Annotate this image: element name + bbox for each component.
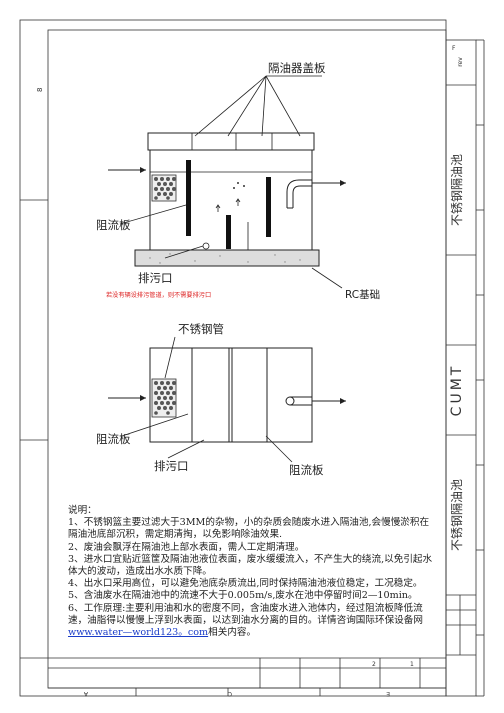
section-view — [108, 75, 346, 289]
note-red: 若没有辆设排污管道，则不需要排污口 — [106, 291, 211, 299]
zone-label-8: 8 — [36, 88, 44, 92]
zone-label-a: A — [83, 690, 88, 697]
plan-tank-outline — [149, 347, 313, 443]
plan-strainer-basket — [151, 378, 177, 418]
label-drain-top: 排污口 — [138, 271, 173, 285]
section-labels: 隔油器盖板 阻流板 排污口 RC基础 若没有辆设排污管道，则不需要排污口 — [96, 61, 380, 301]
note-item-6: 6、工作原理:主要利用油和水的密度不同，含油废水进入池体内，经过阻流板降低流速，… — [68, 603, 438, 640]
outlet-pipe — [286, 179, 312, 208]
label-baffle-top: 阻流板 — [96, 218, 131, 232]
title-block — [445, 39, 485, 697]
zone-label-e: E — [386, 690, 390, 697]
title-block-name-top: 不锈钢隔油池 — [450, 154, 464, 226]
notes-block: 说明： 1、不锈钢篮主要过滤大于3MM的杂物，小的杂质会随废水进入隔油池,会慢慢… — [68, 505, 438, 639]
plan-view — [108, 336, 346, 463]
sheet-number-1: 1 — [410, 661, 414, 668]
reference-link[interactable]: www.water—world123。com — [68, 627, 209, 639]
strainer-basket — [151, 174, 177, 202]
baffle-1 — [186, 160, 191, 236]
cover-plate — [147, 132, 315, 151]
zone-label-f-top: F — [452, 45, 456, 52]
title-block-rev: rev — [457, 57, 464, 67]
note-item-1: 1、不锈钢篮主要过滤大于3MM的杂物，小的杂质会随废水进入隔油池,会慢慢淤积在隔… — [68, 517, 430, 541]
label-baffle-plan-left: 阻流板 — [96, 432, 131, 446]
drain-valve — [202, 242, 210, 250]
title-block-name-bottom: 不锈钢隔油池 — [450, 479, 464, 551]
label-cover-plate: 隔油器盖板 — [268, 61, 326, 75]
zone-label-c: C — [228, 690, 232, 697]
note-item-5: 5、含油废水在隔油池中的流速不大于0.005m/s,废水在池中停留时间2—10m… — [68, 590, 418, 602]
plan-labels: 不锈钢管 阻流板 排污口 阻流板 — [96, 322, 324, 477]
label-rc-foundation: RC基础 — [345, 288, 380, 301]
baffle-2 — [226, 215, 231, 249]
note-item-6-suffix: 相关内容。 — [208, 627, 257, 639]
note-item-4: 4、出水口采用高位，可以避免池底杂质流出,同时保持隔油池液位稳定，工况稳定。 — [68, 578, 423, 590]
title-block-code: CUMT — [449, 364, 465, 417]
note-item-3: 3、进水口宜贴近篮筐及隔油池液位表面，废水缓缓流入，不产生大的绕流,以免引起水体… — [68, 553, 433, 578]
label-baffle-plan-right: 阻流板 — [289, 463, 324, 477]
drawing-frame — [19, 19, 447, 697]
note-item-2: 2、废油会飘浮在隔油池上部水表面，需人工定期清理。 — [68, 541, 305, 553]
baffle-3 — [266, 177, 271, 237]
notes-heading: 说明： — [68, 505, 97, 516]
label-drain-plan: 排污口 — [154, 459, 189, 473]
sheet-number-2: 2 — [372, 661, 376, 668]
label-stainless-pipe: 不锈钢管 — [178, 322, 224, 336]
title-block-text: 不锈钢隔油池 CUMT 不锈钢隔油池 rev F 8 A C E 2 1 — [36, 45, 465, 697]
rc-foundation — [134, 249, 320, 267]
note-item-6-text: 6、工作原理:主要利用油和水的密度不同，含油废水进入池体内，经过阻流板降低流速，… — [68, 602, 423, 626]
